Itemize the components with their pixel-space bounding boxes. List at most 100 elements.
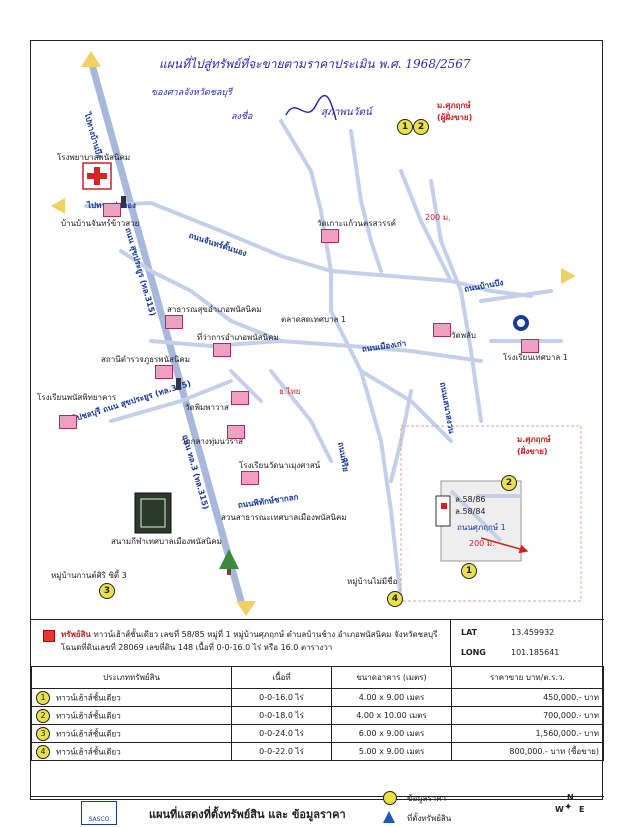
row-size: 4.00 x 10.00 เมตร: [331, 706, 452, 725]
compass-north: N: [567, 793, 574, 802]
row-price: 800,000.- บาท (ซื้อขาย): [451, 742, 604, 761]
table-row: 2 ทาวน์เฮ้าส์ชั้นเดียว 0-0-18.0 ไร่ 4.00 …: [31, 706, 604, 725]
temple-icon: [321, 229, 339, 243]
table-header-row: ประเภททรัพย์สิน เนื้อที่ ขนาดอาคาร (เมตร…: [31, 666, 604, 689]
village3-label: หมู่บ้านกานต์ศิริ ซิตี้ 3: [51, 571, 127, 580]
house-icon: [103, 203, 121, 217]
row-pin: 2: [36, 708, 50, 723]
long-label: LONG: [461, 648, 486, 657]
distance-label: 200 ม.: [469, 539, 495, 548]
school-1-label: โรงเรียนเทศบาล 1: [503, 353, 568, 362]
row-size: 6.00 x 9.00 เมตร: [331, 724, 452, 743]
footer-title: แผนที่แสดงที่ตั้งทรัพย์สิน และ ข้อมูลราค…: [149, 808, 346, 821]
col-header: ประเภททรัพย์สิน: [31, 666, 232, 689]
temple-icon: [433, 323, 451, 337]
road-network: [51, 51, 582, 616]
police-label: สถานีตำรวจภูธรพนัสนิคม: [101, 355, 191, 364]
traffic-light-icon: [121, 196, 181, 390]
road-arrow-north: [81, 51, 101, 67]
row-area: 0-0-24.0 ไร่: [231, 724, 332, 743]
building-icon: [155, 365, 173, 379]
row-type: ทาวน์เฮ้าส์ชั้นเดียว: [56, 729, 121, 738]
row-area: 0-0-16.0 ไร่: [231, 688, 332, 707]
map-title-handwritten: แผนที่ไปสู่ทรัพย์ที่จะขายตามราคาประเมิน …: [159, 57, 471, 71]
property-sublabel: (ผู้ฝั่งขาย): [437, 113, 473, 122]
road-arrow-south: [236, 601, 256, 616]
public-health-label: สาธารณสุขอำเภอพนัสนิคม: [167, 305, 262, 314]
building-icon: [521, 339, 539, 353]
asset-location: ทรัพย์สิน ทาวน์เฮ้าส์ชั้นเดียว เลขที่ 58…: [31, 620, 451, 666]
compass-east: E: [579, 805, 585, 814]
row-size: 4.00 x 9.00 เมตร: [331, 688, 452, 707]
legend-location-label: ที่ตั้งทรัพย์สิน: [407, 814, 452, 823]
legend-price-label: ข้อมูลราคา: [407, 794, 447, 803]
inset-property-label: ม.ศุภฤกษ์: [517, 435, 551, 444]
stadium-icon: [134, 492, 172, 534]
arrow-to-property: [480, 537, 529, 554]
location-map: แผนที่ไปสู่ทรัพย์ที่จะขายตามราคาประเมิน …: [31, 41, 604, 619]
row-type: ทาวน์เฮ้าส์ชั้นเดียว: [56, 747, 121, 756]
building-icon: [213, 343, 231, 357]
footer: SASCO แผนที่แสดงที่ตั้งทรัพย์สิน และ ข้อ…: [31, 791, 604, 827]
col-header: ราคาขาย บาท/ต.ร.ว.: [451, 666, 604, 689]
road-arrow-west: [51, 198, 65, 214]
price-pin: 2: [501, 475, 517, 491]
building-icon: [241, 471, 259, 485]
signature-label: ลงชื่อ: [231, 112, 253, 122]
lat-value: 13.459932: [511, 628, 555, 637]
deed-description: โฉนดที่ดินเลขที่ 28069 เลขที่ดิน 148 เนื…: [61, 643, 333, 652]
temple-icon: [227, 425, 245, 439]
row-pin: 1: [36, 690, 50, 705]
wat-klang-label: วัดกลางทุ่มนวราส: [181, 437, 244, 446]
map-subtitle-handwritten: ของศาลจังหวัดชลบุรี: [151, 88, 232, 98]
price-pin: 1: [397, 119, 413, 135]
market-label: ตลาดสดเทศบาล 1: [281, 315, 347, 324]
row-price: 1,560,000.- บาท: [451, 724, 604, 743]
property-label: ม.ศุภฤกษ์: [437, 101, 471, 110]
road-arrow-east: [561, 268, 576, 284]
coordinates: LAT 13.459932 LONG 101.185641: [451, 620, 604, 666]
inset-property-map: [400, 425, 582, 602]
row-area: 0-0-22.0 ไร่: [231, 742, 332, 761]
sasco-logo: SASCO: [81, 801, 117, 825]
hospital-icon: [82, 162, 112, 190]
asset-description: ทาวน์เฮ้าส์ชั้นเดียว เลขที่ 58/85 หมู่ที…: [93, 630, 438, 639]
plot-label: ล.58/84: [455, 507, 486, 516]
row-pin: 4: [36, 744, 50, 759]
row-price: 450,000.- บาท: [451, 688, 604, 707]
school-panat-label: โรงเรียนพนัสพิทยาคาร: [37, 393, 117, 402]
building-icon: [59, 415, 77, 429]
temple-icon: [231, 391, 249, 405]
plot-label: ล.58/86: [455, 495, 486, 504]
village4-label: หมู่บ้านไม่มีชื่อ: [347, 577, 398, 586]
stadium-label: สนามกีฬาเทศบาลเมืองพนัสนิคม: [111, 537, 222, 546]
price-pin: 1: [461, 563, 477, 579]
col-header: ขนาดอาคาร (เมตร): [331, 666, 452, 689]
building-icon: [165, 315, 183, 329]
row-size: 5.00 x 9.00 เมตร: [331, 742, 452, 761]
col-header: เนื้อที่: [231, 666, 332, 689]
district-office-label: ที่ว่าการอำเภอพนัสนิคม: [197, 333, 279, 342]
price-pin: 2: [413, 119, 429, 135]
inset-road-label: ถนนศุภฤกษ์ 1: [457, 523, 506, 532]
legend-price-icon: [383, 791, 397, 805]
table-row: 3 ทาวน์เฮ้าส์ชั้นเดียว 0-0-24.0 ไร่ 6.00 …: [31, 724, 604, 743]
wat-phimpha-label: วัดพิมพาวาส: [185, 403, 229, 412]
school-municipal-label: โรงเรียนวัดนาเมุงศาสน์: [239, 461, 321, 470]
signature-name: สุภาพนวัตน์: [321, 107, 372, 118]
long-value: 101.185641: [511, 648, 560, 657]
ban-jantanawat-label: บ้านบ้านจันทร์ข้าวสวย: [61, 219, 140, 228]
row-type: ทาวน์เฮ้าส์ชั้นเดียว: [56, 711, 121, 720]
ptt-station-icon: [513, 315, 529, 331]
lat-label: LAT: [461, 628, 478, 637]
asset-label: ทรัพย์สิน: [61, 630, 91, 639]
row-pin: 3: [36, 726, 50, 741]
park-tree-icon: [219, 549, 239, 575]
inset-property-sublabel: (ฝั่งขาย): [517, 447, 548, 456]
bank-label: ธ.ไทย: [279, 387, 301, 396]
hospital-label: โรงพยาบาลพนัสนิคม: [57, 153, 131, 162]
compass-icon: ✦: [564, 802, 573, 813]
row-area: 0-0-18.0 ไร่: [231, 706, 332, 725]
legend-location-icon: [383, 811, 395, 823]
